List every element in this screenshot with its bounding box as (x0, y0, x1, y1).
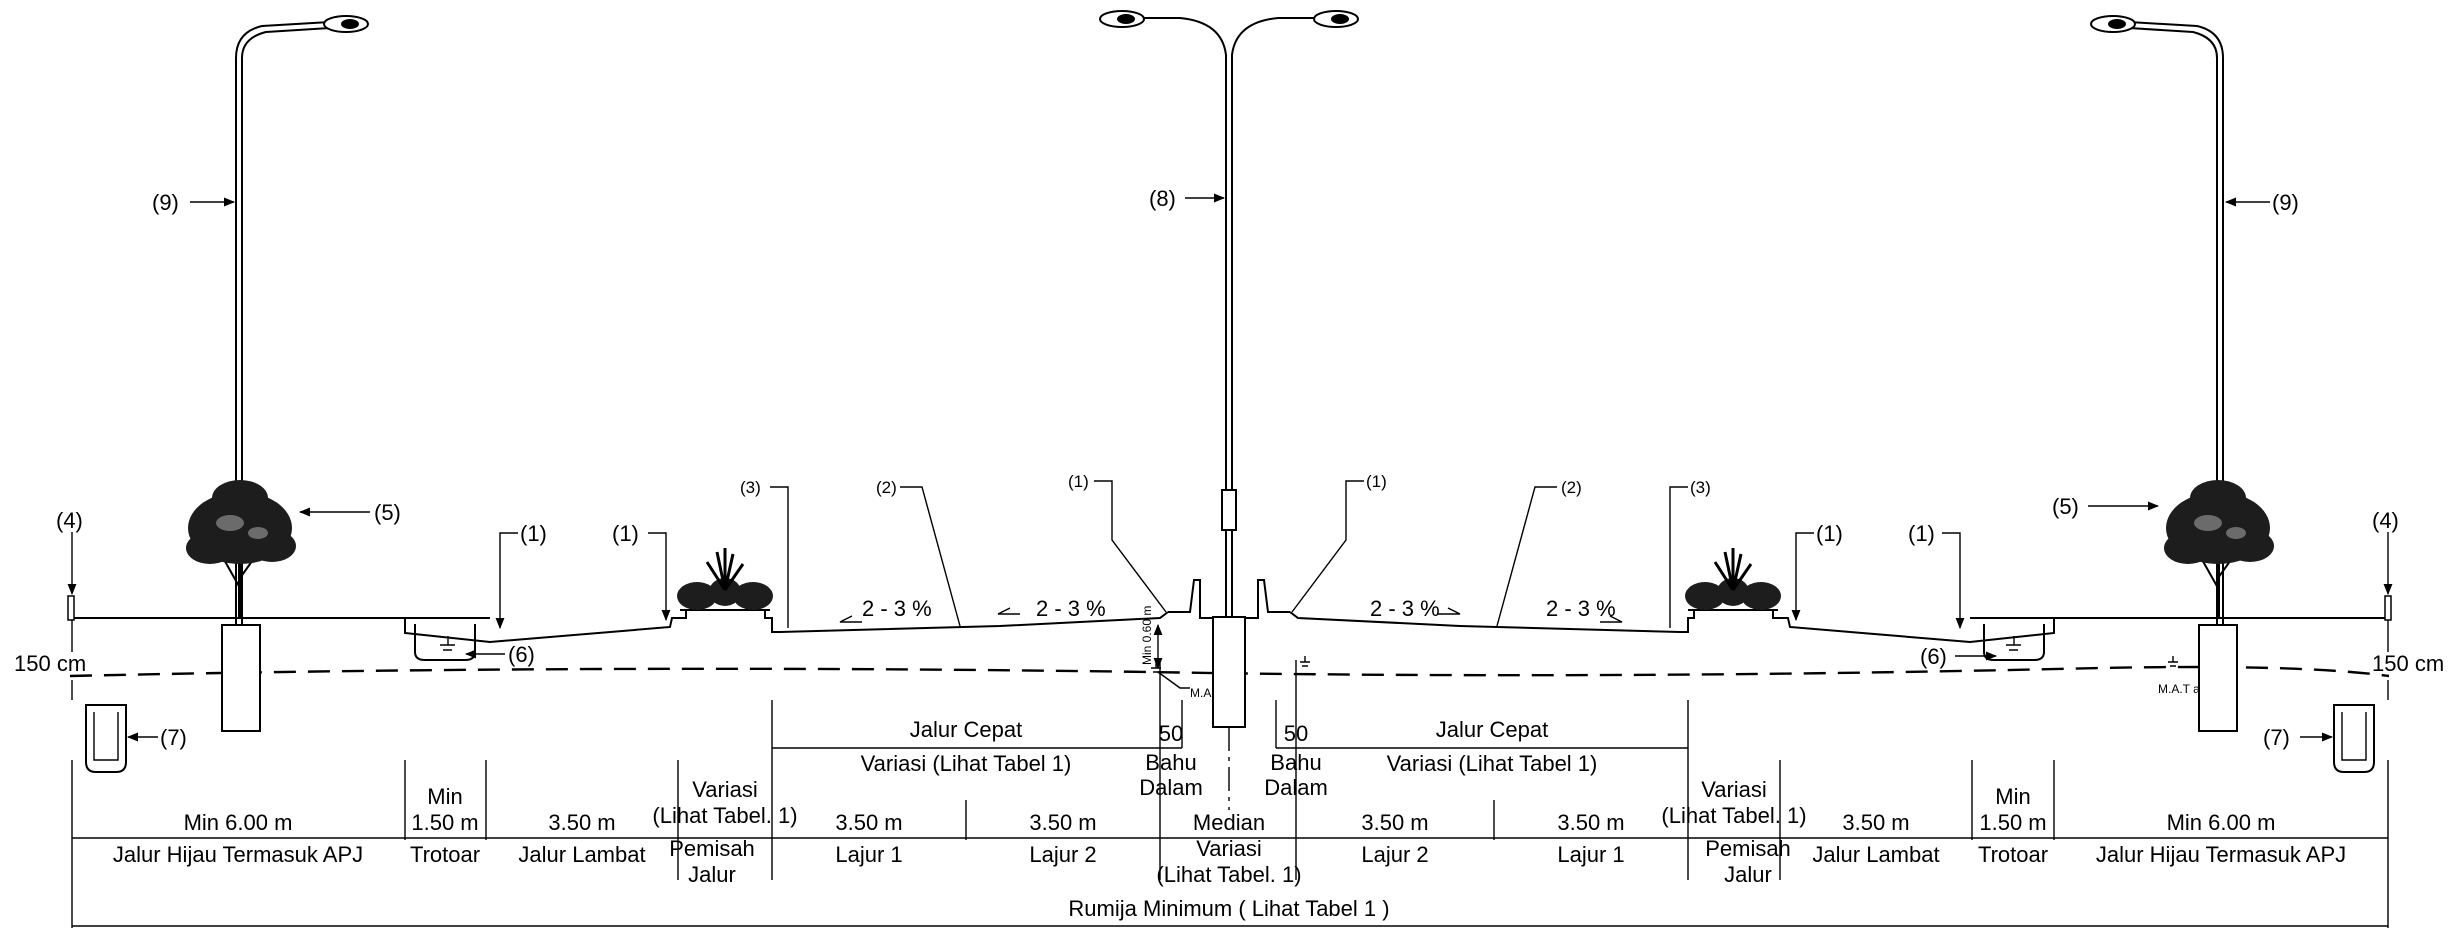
slope-label-4: 2 - 3 % (1546, 596, 1616, 621)
height-label-right: 150 cm (2372, 651, 2444, 676)
jalur-cepat-left-title: Jalur Cepat (910, 717, 1023, 742)
slow-lane-name-left: Jalur Lambat (518, 842, 645, 867)
lane2-name-left: Lajur 2 (1029, 842, 1096, 867)
dimension-lines (71, 660, 2389, 928)
water-table-mark-icon (2168, 656, 2178, 667)
tree-right (2162, 478, 2276, 620)
callout-1-slow-left: (1) (520, 521, 547, 546)
callout-6-left: (6) (508, 642, 535, 667)
lane1-width-left: 3.50 m (835, 810, 902, 835)
water-table-line (69, 665, 2390, 678)
callout-1-sep-left: (1) (612, 521, 639, 546)
sidewalk-width-right-2: 1.50 m (1979, 810, 2046, 835)
slope-arrows (839, 607, 1623, 623)
lane2-width-right: 3.50 m (1361, 810, 1428, 835)
callout-leaders (67, 193, 2393, 742)
callout-1-sep-right: (1) (1816, 521, 1843, 546)
street-light-median (1099, 10, 1359, 810)
callout-3-left: (3) (740, 478, 761, 497)
callout-4-left: (4) (56, 508, 83, 533)
shoulder-right-line1: Bahu (1270, 750, 1321, 775)
separator-width-left-1: Variasi (692, 777, 758, 802)
green-belt-name-left: Jalur Hijau Termasuk APJ (113, 842, 363, 867)
street-light-left (221, 15, 369, 732)
callout-7-left: (7) (160, 725, 187, 750)
separator-width-right-2: (Lihat Tabel. 1) (1661, 803, 1806, 828)
median-width-3: (Lihat Tabel. 1) (1156, 862, 1301, 887)
callout-9-right: (9) (2272, 190, 2299, 215)
green-belt-width-right: Min 6.00 m (2167, 810, 2276, 835)
post-left (67, 595, 75, 621)
callout-4-right: (4) (2372, 508, 2399, 533)
median-width-1: Median (1193, 810, 1265, 835)
slow-lane-width-right: 3.50 m (1842, 810, 1909, 835)
jalur-cepat-right-title: Jalur Cepat (1436, 717, 1549, 742)
callout-6-right: (6) (1920, 644, 1947, 669)
median-width-2: Variasi (1196, 836, 1262, 861)
callout-3-right: (3) (1690, 478, 1711, 497)
sidewalk-width-left-1: Min (427, 784, 462, 809)
green-belt-name-right: Jalur Hijau Termasuk APJ (2096, 842, 2346, 867)
lane1-name-right: Lajur 1 (1557, 842, 1624, 867)
separator-name-right-2: Jalur (1724, 862, 1772, 887)
min-depth-label: Min 0.60 m (1140, 606, 1154, 665)
jalur-cepat-right-subtitle: Variasi (Lihat Tabel 1) (1387, 751, 1598, 776)
post-right (2384, 595, 2392, 621)
callout-2-left: (2) (876, 478, 897, 497)
separator-name-left-1: Pemisah (669, 836, 755, 861)
shoulder-left-width: 50 (1159, 721, 1183, 746)
drain-right (1970, 617, 2054, 661)
separator-name-left-2: Jalur (688, 862, 736, 887)
shoulder-left-line1: Bahu (1145, 750, 1196, 775)
shoulder-left-line2: Dalam (1139, 775, 1203, 800)
sidewalk-width-right-1: Min (1995, 784, 2030, 809)
lane1-width-right: 3.50 m (1557, 810, 1624, 835)
jalur-cepat-left-subtitle: Variasi (Lihat Tabel 1) (861, 751, 1072, 776)
height-label-left: 150 cm (14, 651, 86, 676)
shoulder-right-line2: Dalam (1264, 775, 1328, 800)
callout-2-right: (2) (1561, 478, 1582, 497)
water-table-mark-icon (1300, 656, 1310, 667)
green-belt-width-left: Min 6.00 m (184, 810, 293, 835)
slope-label-2: 2 - 3 % (1036, 596, 1106, 621)
separator-width-left-2: (Lihat Tabel. 1) (652, 803, 797, 828)
plants-right (1683, 546, 1783, 612)
sidewalk-width-left-2: 1.50 m (411, 810, 478, 835)
sidewalk-name-left: Trotoar (410, 842, 480, 867)
slope-label-3: 2 - 3 % (1370, 596, 1440, 621)
water-table-label-right: M.A.T asli (2158, 682, 2211, 696)
tree-left (184, 478, 298, 620)
bunker-right (2333, 704, 2375, 773)
lane2-name-right: Lajur 2 (1361, 842, 1428, 867)
lane2-width-left: 3.50 m (1029, 810, 1096, 835)
callout-5-left: (5) (374, 500, 401, 525)
callout-7-right: (7) (2263, 725, 2290, 750)
lane1-name-left: Lajur 1 (835, 842, 902, 867)
callout-1-median-right: (1) (1366, 472, 1387, 491)
callout-1-median-left: (1) (1068, 472, 1089, 491)
callout-1-slow-right: (1) (1908, 521, 1935, 546)
row-total-label: Rumija Minimum ( Lihat Tabel 1 ) (1068, 896, 1389, 921)
shoulder-right-width: 50 (1284, 721, 1308, 746)
separator-name-right-1: Pemisah (1705, 836, 1791, 861)
slope-label-1: 2 - 3 % (862, 596, 932, 621)
street-light-right (2090, 15, 2238, 732)
callout-9-left: (9) (152, 190, 179, 215)
callout-5-right: (5) (2052, 494, 2079, 519)
bunker-left (85, 704, 127, 773)
separator-width-right-1: Variasi (1701, 777, 1767, 802)
sidewalk-name-right: Trotoar (1978, 842, 2048, 867)
slow-lane-name-right: Jalur Lambat (1812, 842, 1939, 867)
plants-left (675, 546, 775, 612)
callout-8: (8) (1149, 186, 1176, 211)
slow-lane-width-left: 3.50 m (548, 810, 615, 835)
